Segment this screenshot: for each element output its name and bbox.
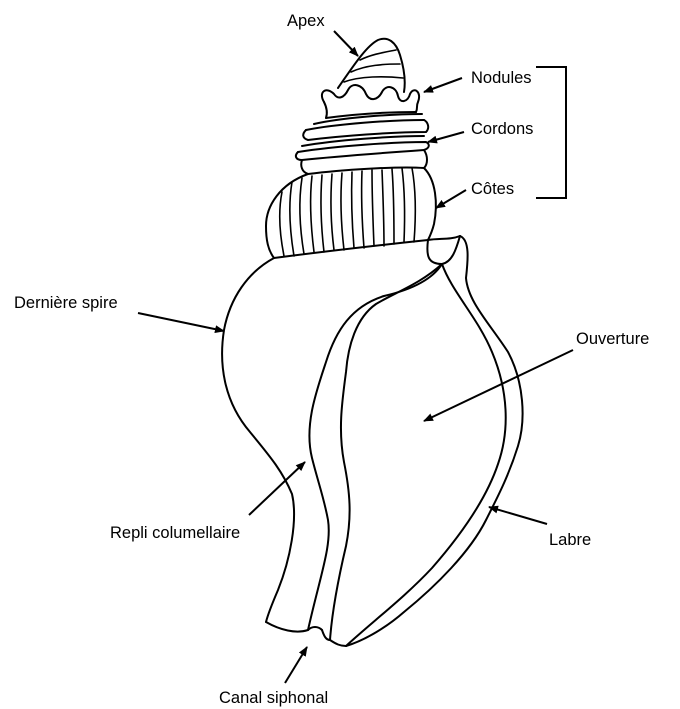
siphonal-canal [308, 627, 346, 646]
outer-lip [346, 236, 523, 646]
canal-siphonal-arrow [285, 647, 307, 683]
apex-label: Apex [287, 12, 325, 30]
ouverture-arrow [424, 350, 573, 421]
derniere-spire-label: Dernière spire [14, 294, 118, 312]
cordons-label: Cordons [471, 120, 533, 138]
cotes-label: Côtes [471, 180, 514, 198]
spire-bracket [536, 67, 566, 198]
cordons-arrow [428, 132, 464, 142]
nodules-arrow [424, 78, 462, 92]
labre-label: Labre [549, 531, 591, 549]
ribbed-whorl [266, 167, 436, 258]
apex-arrow [334, 31, 358, 56]
aperture-outline [308, 264, 506, 646]
cordon-whorl [296, 114, 429, 174]
labre-arrow [489, 507, 547, 524]
repli-columellaire-label: Repli columellaire [110, 524, 240, 542]
nodules-label: Nodules [471, 69, 532, 87]
ouverture-label: Ouverture [576, 330, 649, 348]
cotes-arrow [436, 190, 466, 208]
canal-siphonal-label: Canal siphonal [219, 689, 328, 707]
repli-columellaire-arrow [249, 462, 305, 515]
derniere-spire-arrow [138, 313, 224, 331]
